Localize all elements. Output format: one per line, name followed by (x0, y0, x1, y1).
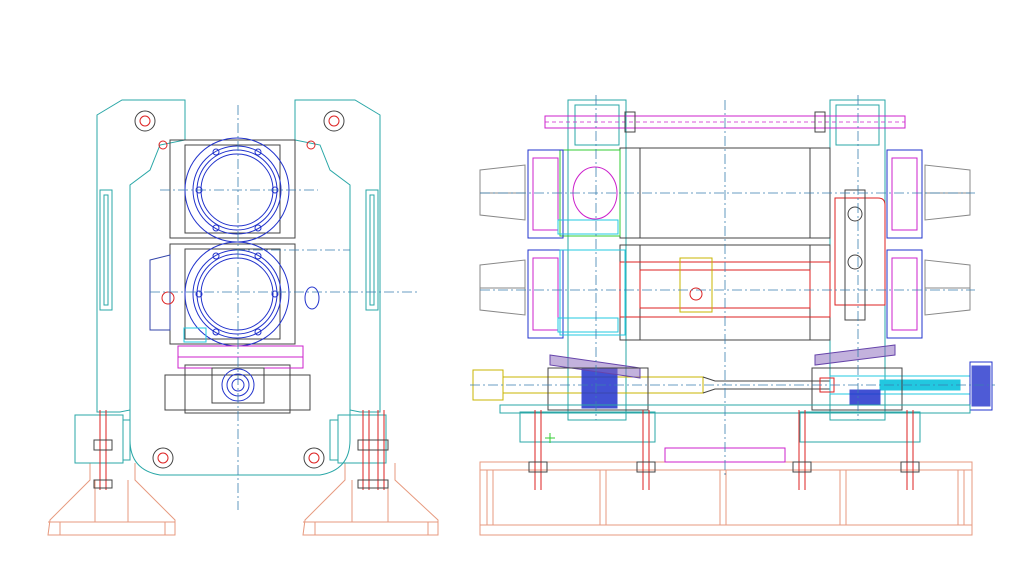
side-adjust-link (834, 189, 886, 321)
front-view (47, 99, 439, 536)
side-view (470, 95, 995, 536)
side-wedges (547, 344, 903, 411)
side-support-plate (499, 404, 971, 463)
side-screw-shaft (472, 361, 993, 411)
front-centerlines (150, 105, 420, 510)
front-base-right (302, 463, 439, 536)
side-anchor-bolts (534, 410, 914, 490)
front-anchor-bolts (99, 410, 385, 490)
front-adjust-block (177, 327, 304, 369)
front-base-left (47, 463, 176, 536)
side-bearings (527, 149, 923, 339)
side-base-frame (479, 461, 973, 536)
front-lower-roll (149, 241, 290, 347)
front-frame (74, 99, 387, 476)
side-centerlines (470, 95, 995, 475)
front-anchor-nuts (93, 439, 389, 489)
hex-bolt-icon (134, 110, 345, 469)
side-anchor-nuts (528, 433, 920, 473)
